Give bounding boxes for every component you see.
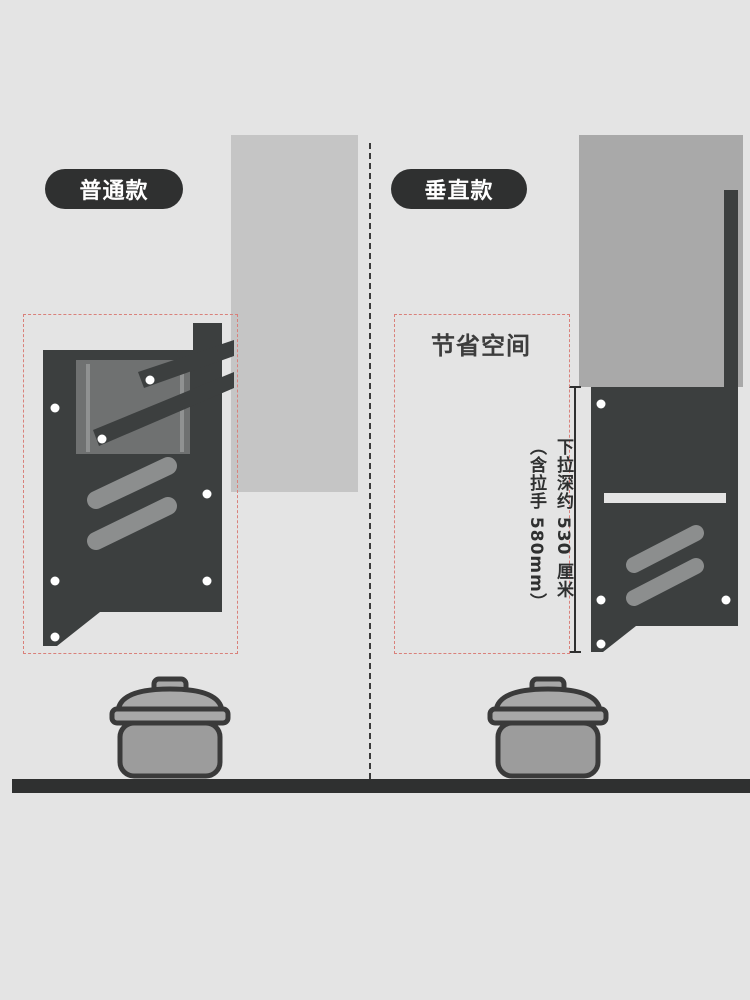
vertical-rack-rivet bbox=[721, 595, 731, 605]
standard-rack-rivet bbox=[97, 434, 107, 444]
vertical-rack-rivet bbox=[596, 399, 606, 409]
vertical-rack-rivet bbox=[596, 639, 606, 649]
pot-icon bbox=[487, 676, 609, 779]
standard-rack-space-outline bbox=[23, 314, 238, 654]
center-divider bbox=[369, 143, 371, 779]
standard-rack-slot-lower bbox=[87, 497, 177, 550]
standard-rack-slot-upper bbox=[87, 457, 177, 509]
standard-rack-rivet bbox=[50, 632, 60, 642]
vertical-rack-slot-lower bbox=[626, 558, 704, 606]
depth-dimension-line bbox=[569, 386, 581, 653]
upper-cabinet-left bbox=[231, 135, 358, 492]
vertical-rack-panel bbox=[591, 387, 738, 652]
vertical-rack-shelf bbox=[604, 493, 726, 503]
standard-rack-rivet bbox=[50, 576, 60, 586]
standard-rack-arm-lower bbox=[93, 372, 234, 446]
vertical-rack-slot-upper bbox=[626, 525, 704, 573]
standard-rack-arm-upper bbox=[138, 340, 234, 388]
vertical-model-label: 垂直款 bbox=[391, 169, 527, 209]
save-space-text: 节省空间 bbox=[431, 332, 531, 360]
pull-depth-handle-text: （含拉手 580mm） bbox=[526, 438, 546, 611]
standard-rack bbox=[43, 323, 234, 646]
vertical-rack bbox=[591, 190, 738, 652]
standard-rack-rivet bbox=[202, 576, 212, 586]
countertop bbox=[12, 779, 750, 793]
saved-space-outline bbox=[394, 314, 570, 654]
vertical-rack-rivet bbox=[596, 595, 606, 605]
vertical-rack-rail bbox=[724, 190, 738, 398]
standard-rack-rivet bbox=[50, 403, 60, 413]
pull-depth-text: 下拉深约 530 厘米 bbox=[553, 438, 573, 599]
standard-rack-rivet bbox=[202, 489, 212, 499]
standard-rack-rivet bbox=[145, 375, 155, 385]
upper-cabinet-right bbox=[579, 135, 743, 387]
standard-model-label: 普通款 bbox=[45, 169, 183, 209]
standard-rack-window-bar-left bbox=[86, 364, 90, 452]
pot-icon bbox=[109, 676, 231, 779]
